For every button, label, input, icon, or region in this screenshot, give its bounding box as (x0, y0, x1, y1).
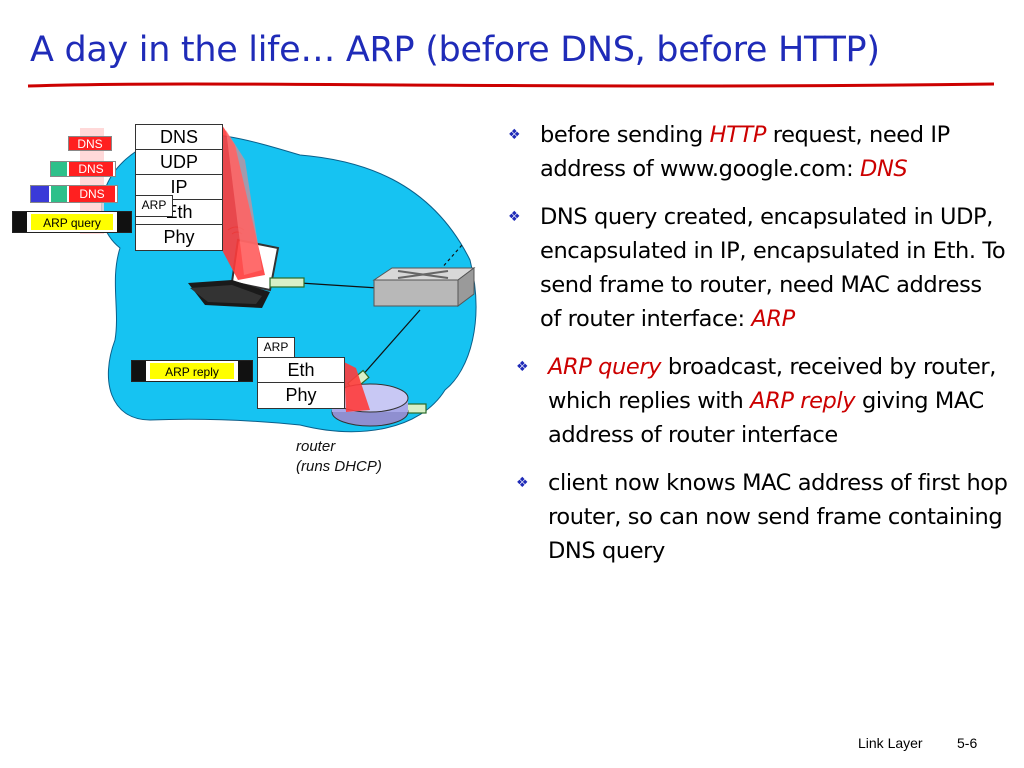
router-protocol-stack: Eth Phy (257, 357, 345, 409)
dns-tag-2-udp: DNS (50, 161, 116, 177)
bullet-item: ❖ DNS query created, encapsulated in UDP,… (508, 200, 1008, 336)
dns-tag-1: DNS (68, 136, 112, 151)
layer-ip: IP (136, 175, 222, 200)
diamond-bullet-icon: ❖ (508, 209, 521, 225)
arp-tag-router: ARP (257, 337, 295, 359)
bullet-text: request, need IP address of www.google.c… (540, 122, 950, 182)
layer-udp: UDP (136, 150, 222, 175)
bullet-text: broadcast, received by router, which rep… (548, 354, 996, 414)
arp-tag-client: ARP (135, 195, 173, 217)
diagram-graphics (80, 125, 477, 433)
diamond-bullet-icon: ❖ (508, 127, 521, 143)
layer-phy: Phy (163, 227, 195, 247)
title-underline (27, 82, 995, 88)
footer-section: Link Layer (858, 735, 923, 751)
router-label-note: (runs DHCP) (296, 458, 382, 475)
switch-icon (372, 267, 476, 307)
emphasis-text: ARP (751, 306, 795, 332)
diamond-bullet-icon: ❖ (516, 475, 529, 491)
arp-reply-frame: ARP reply (131, 360, 253, 382)
router-label: router (runs DHCP) (296, 437, 382, 477)
diamond-bullet-icon: ❖ (516, 359, 529, 375)
emphasis-text: HTTP (709, 122, 767, 148)
dns-tag-3-ip: DNS (30, 185, 118, 203)
router-layer-eth: Eth (258, 358, 344, 383)
bullet-text: DNS query created, encapsulated in UDP, … (540, 204, 1006, 332)
bullet-item: ❖ before sending HTTP request, need IP ad… (508, 118, 1008, 186)
bullet-item: ❖ ARP query broadcast, received by router… (508, 350, 1008, 452)
emphasis-text: DNS (860, 156, 908, 182)
arp-query-label: ARP query (31, 214, 113, 230)
bullet-text: client now knows MAC address of first ho… (548, 470, 1008, 564)
arp-reply-label: ARP reply (150, 363, 234, 379)
router-layer-phy: Phy (285, 385, 317, 405)
router-label-name: router (296, 438, 336, 455)
layer-dns: DNS (136, 125, 222, 150)
network-diagram: DNS UDP IP Eth Phy DNS DNS DNS ARP ARP q… (0, 100, 500, 500)
footer-page-number: 5-6 (957, 735, 978, 751)
slide-title: A day in the life… ARP (before DNS, befo… (30, 30, 880, 70)
bullet-text: giving MAC address of router interface (548, 388, 984, 448)
client-protocol-stack: DNS UDP IP Eth Phy (135, 124, 223, 251)
bullet-text: before sending (540, 122, 710, 148)
emphasis-text: ARP query (548, 354, 662, 380)
emphasis-text: ARP reply (750, 388, 856, 414)
arp-query-frame: ARP query (12, 211, 132, 233)
bullet-list: ❖ before sending HTTP request, need IP ad… (508, 118, 1008, 582)
bullet-item: ❖ client now knows MAC address of first h… (508, 466, 1008, 568)
